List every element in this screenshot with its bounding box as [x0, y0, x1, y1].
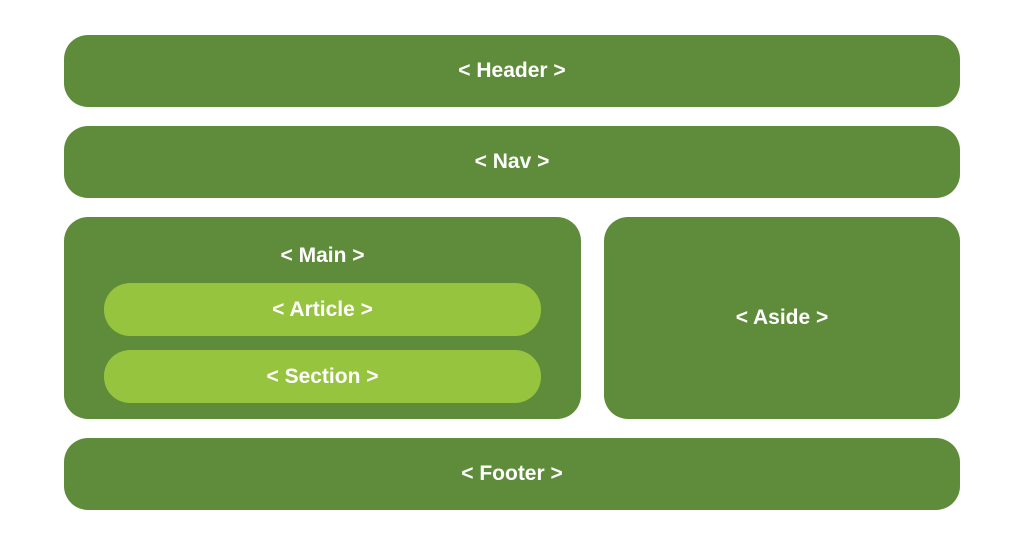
footer-label: < Footer >: [461, 462, 563, 485]
nav-label: < Nav >: [474, 150, 550, 173]
header-label: < Header >: [458, 59, 566, 82]
main-block: < Main > < Article > < Section >: [64, 217, 581, 419]
nav-block: < Nav >: [64, 126, 960, 198]
article-label: < Article >: [272, 297, 373, 321]
main-label: < Main >: [280, 244, 365, 267]
article-block: < Article >: [104, 283, 541, 336]
footer-block: < Footer >: [64, 438, 960, 510]
section-label: < Section >: [266, 364, 379, 388]
aside-block: < Aside >: [604, 217, 960, 419]
header-block: < Header >: [64, 35, 960, 107]
aside-label: < Aside >: [735, 306, 829, 329]
section-block: < Section >: [104, 350, 541, 403]
